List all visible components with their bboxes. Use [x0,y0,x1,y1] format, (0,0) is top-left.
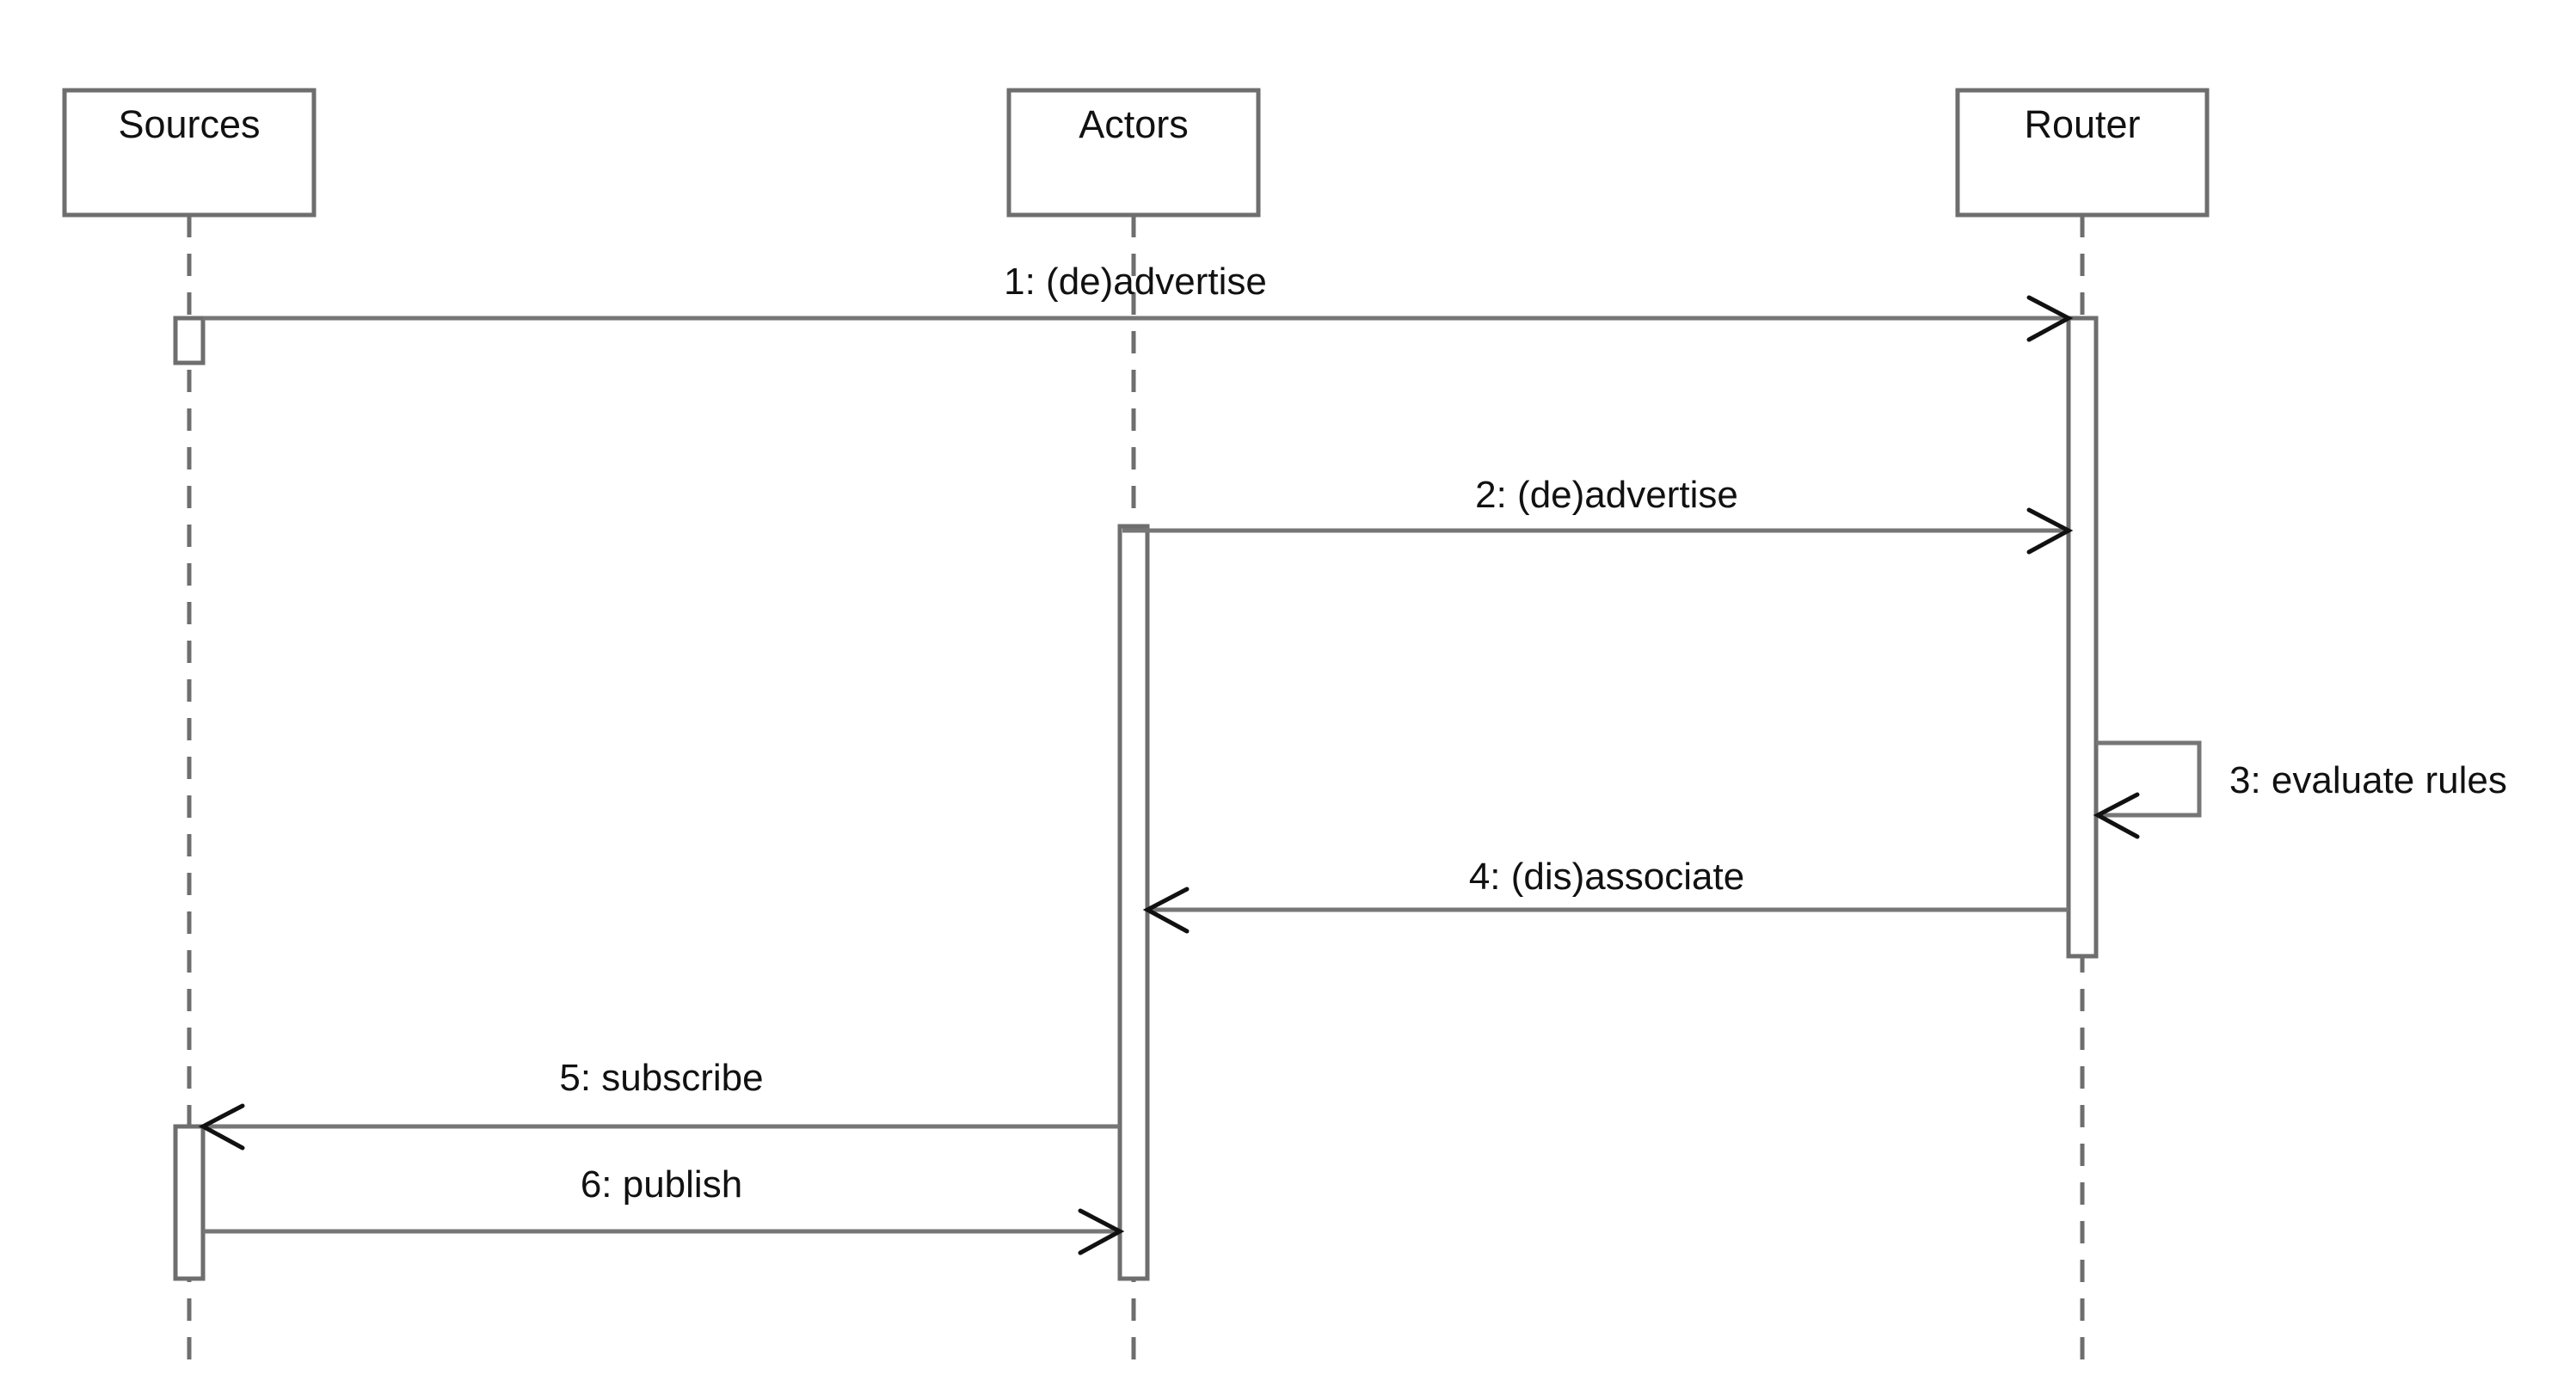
activation-bar-actors [1117,524,1150,1281]
activation-bar-router [2066,316,2099,959]
participant-router: Router [1955,88,2210,218]
participant-label-actors: Actors [1079,102,1189,146]
message-4-arrowhead [1142,887,1190,934]
message-3-loop-line [2096,740,2202,818]
participant-label-router: Router [2024,102,2140,146]
message-2-arrowhead [2026,507,2074,555]
participant-sources: Sources [62,88,317,218]
participant-box-actors [1006,88,1261,218]
message-3-label: 3: evaluate rules [2229,759,2507,801]
message-1-arrowhead [2026,295,2074,342]
message-5: 5: subscribe [198,1057,1120,1151]
message-4: 4: (dis)associate [1142,856,2069,934]
message-6: 6: publish [203,1163,1125,1255]
message-1-label: 1: (de)advertise [1004,261,1267,303]
message-1: 1: (de)advertise [203,261,2074,342]
message-4-label: 4: (dis)associate [1469,856,1744,898]
participant-box-router [1955,88,2210,218]
participant-actors: Actors [1006,88,1261,218]
message-5-arrowhead [198,1103,245,1151]
message-2-label: 2: (de)advertise [1475,474,1738,516]
activation-bar-sources-2 [173,1124,206,1281]
participant-label-sources: Sources [118,102,260,146]
message-6-label: 6: publish [581,1163,742,1206]
activation-bar-sources-1 [173,316,206,365]
message-5-label: 5: subscribe [559,1057,763,1099]
message-3: 3: evaluate rules [2093,740,2507,839]
message-6-arrowhead [1078,1208,1125,1255]
participant-box-sources [62,88,317,218]
message-2: 2: (de)advertise [1122,474,2074,555]
message-3-arrowhead [2093,792,2140,839]
